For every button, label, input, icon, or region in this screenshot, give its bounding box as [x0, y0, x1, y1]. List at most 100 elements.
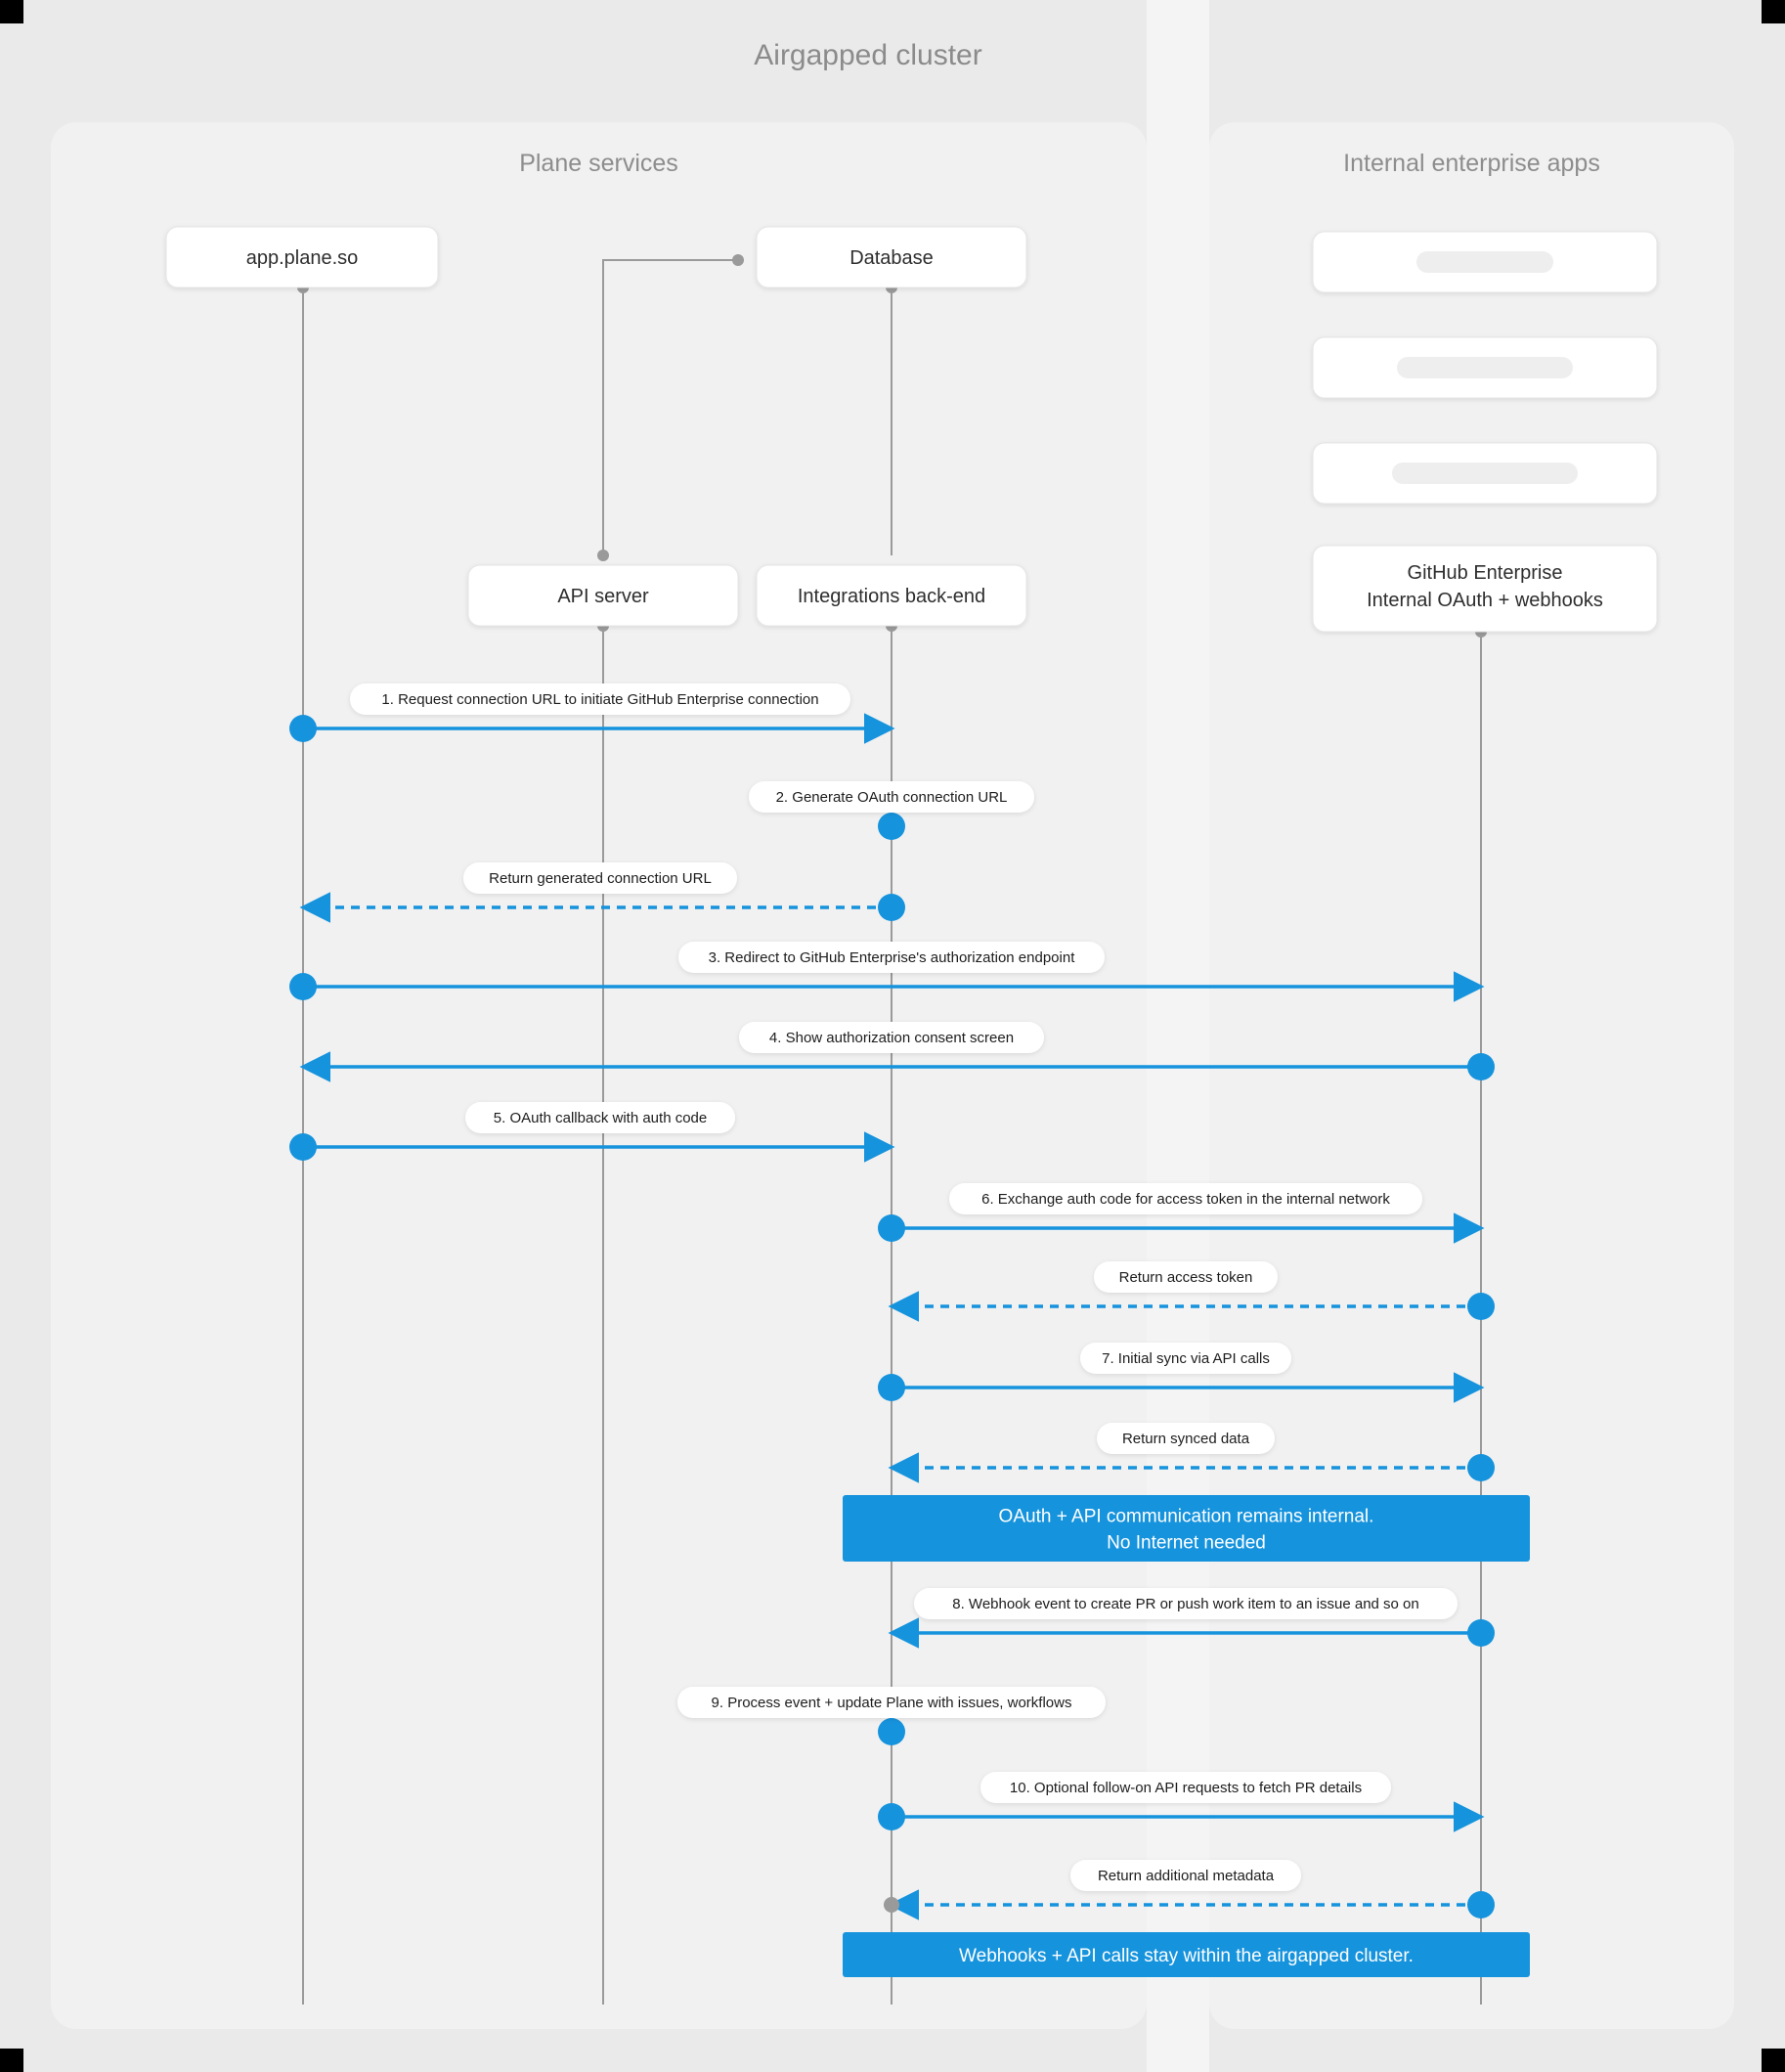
message-start-dot-8: [1467, 1619, 1495, 1647]
connector-endpoint-1: [732, 254, 744, 266]
crop-corner-bottom-left: [0, 2049, 23, 2072]
note-group: OAuth + API communication remains intern…: [843, 1495, 1530, 1977]
message-label-bg-10: [980, 1772, 1391, 1803]
message-label-3: 3. Redirect to GitHub Enterprise's autho…: [709, 949, 1076, 966]
panel-plane: [51, 122, 1147, 2029]
message-3: 3. Redirect to GitHub Enterprise's autho…: [289, 942, 1485, 1002]
crop-corner-bottom-right-inner: [1771, 2035, 1785, 2049]
node-app[interactable]: app.plane.so: [165, 226, 439, 288]
message-start-dot-r1: [878, 894, 905, 921]
note-airgapped-bg: [843, 1932, 1530, 1977]
message-start-dot-r4: [1467, 1891, 1495, 1918]
node-box-db: [756, 226, 1027, 288]
node-sublabel-ghe: Internal OAuth + webhooks: [1367, 590, 1603, 611]
message-label-bg-r4: [1070, 1860, 1301, 1891]
note-internal: OAuth + API communication remains intern…: [843, 1495, 1530, 1562]
message-label-r2: Return access token: [1119, 1269, 1253, 1286]
message-4: 4. Show authorization consent screen: [299, 1022, 1495, 1082]
message-start-dot-r3: [1467, 1454, 1495, 1481]
message-label-bg-r3: [1097, 1423, 1275, 1454]
message-label-8: 8. Webhook event to create PR or push wo…: [952, 1596, 1419, 1612]
message-start-dot-6: [878, 1214, 905, 1242]
connector-1: [602, 259, 738, 555]
node-api[interactable]: API server: [467, 564, 739, 627]
node-label-ghe: GitHub Enterprise: [1408, 562, 1563, 584]
message-r2: Return access token: [888, 1261, 1495, 1322]
node-label-db: Database: [849, 247, 934, 269]
panel-title-enterprise: Internal enterprise apps: [1343, 150, 1600, 177]
message-start-dot-10: [878, 1803, 905, 1830]
note-airgapped: Webhooks + API calls stay within the air…: [843, 1932, 1530, 1977]
message-label-6: 6. Exchange auth code for access token i…: [981, 1191, 1390, 1208]
message-1: 1. Request connection URL to initiate Gi…: [289, 683, 895, 744]
message-label-1: 1. Request connection URL to initiate Gi…: [381, 691, 818, 708]
crop-corner-top-left: [0, 0, 23, 23]
panel-gap-band: [1147, 0, 1209, 2072]
message-label-9: 9. Process event + update Plane with iss…: [712, 1695, 1072, 1711]
node-box-integrations: [756, 564, 1027, 627]
note-internal-line-2: No Internet needed: [1107, 1533, 1266, 1554]
message-start-dot-7: [878, 1374, 905, 1401]
message-7: 7. Initial sync via API calls: [878, 1343, 1485, 1403]
message-label-r3: Return synced data: [1122, 1431, 1250, 1447]
placeholder-card-group: [1312, 231, 1658, 505]
message-start-dot-r2: [1467, 1293, 1495, 1320]
message-label-bg-5: [465, 1102, 735, 1133]
crop-corner-top-right-inner: [1771, 23, 1785, 37]
crop-corner-top-right: [1762, 0, 1785, 23]
crop-corner-bottom-left-inner: [0, 2035, 14, 2049]
note-airgapped-line-1: Webhooks + API calls stay within the air…: [959, 1946, 1414, 1966]
message-label-bg-r1: [463, 862, 737, 894]
placeholder-pill-3: [1392, 463, 1578, 484]
message-5: 5. OAuth callback with auth code: [289, 1102, 895, 1163]
message-label-5: 5. OAuth callback with auth code: [494, 1110, 707, 1126]
node-db[interactable]: Database: [756, 226, 1027, 288]
note-internal-line-1: OAuth + API communication remains intern…: [999, 1507, 1374, 1527]
panel-title-plane: Plane services: [519, 150, 678, 177]
message-label-7: 7. Initial sync via API calls: [1102, 1350, 1270, 1367]
self-activation-dot-2: [878, 813, 905, 840]
node-box-api: [467, 564, 739, 627]
message-start-dot-4: [1467, 1053, 1495, 1080]
message-10: 10. Optional follow-on API requests to f…: [878, 1772, 1485, 1832]
note-internal-bg: [843, 1495, 1530, 1562]
message-r4: Return additional metadata: [884, 1860, 1495, 1920]
node-label-integrations: Integrations back-end: [798, 586, 985, 607]
placeholder-pill-2: [1397, 357, 1573, 378]
node-box-ghe: [1312, 545, 1658, 633]
message-label-bg-r2: [1094, 1261, 1278, 1293]
message-start-dot-5: [289, 1133, 317, 1161]
node-box-app: [165, 226, 439, 288]
placeholder-pill-1: [1416, 251, 1553, 273]
message-r1: Return generated connection URL: [299, 862, 905, 923]
message-label-r4: Return additional metadata: [1098, 1868, 1275, 1884]
crop-corner-bottom-right: [1762, 2049, 1785, 2072]
crop-corner-top-left-inner: [0, 23, 14, 37]
node-integrations[interactable]: Integrations back-end: [756, 564, 1027, 627]
message-9: 9. Process event + update Plane with iss…: [677, 1687, 1106, 1745]
message-label-4: 4. Show authorization consent screen: [769, 1030, 1014, 1046]
message-r3: Return synced data: [888, 1423, 1495, 1483]
message-label-bg-8: [914, 1588, 1458, 1619]
message-label-2: 2. Generate OAuth connection URL: [776, 789, 1008, 806]
message-end-dot-r4: [884, 1897, 899, 1913]
message-label-bg-3: [678, 942, 1105, 973]
connector-group: [597, 254, 744, 561]
message-label-bg-2: [749, 781, 1034, 813]
message-start-dot-1: [289, 715, 317, 742]
self-activation-dot-9: [878, 1718, 905, 1745]
message-2: 2. Generate OAuth connection URL: [749, 781, 1034, 840]
connector-start-1: [597, 550, 609, 561]
node-label-api: API server: [557, 586, 649, 607]
message-label-bg-9: [677, 1687, 1106, 1718]
message-start-dot-3: [289, 973, 317, 1000]
node-label-app: app.plane.so: [246, 247, 359, 269]
message-8: 8. Webhook event to create PR or push wo…: [888, 1588, 1495, 1649]
message-label-r1: Return generated connection URL: [489, 870, 712, 887]
page-title: Airgapped cluster: [754, 39, 981, 71]
message-6: 6. Exchange auth code for access token i…: [878, 1183, 1485, 1244]
